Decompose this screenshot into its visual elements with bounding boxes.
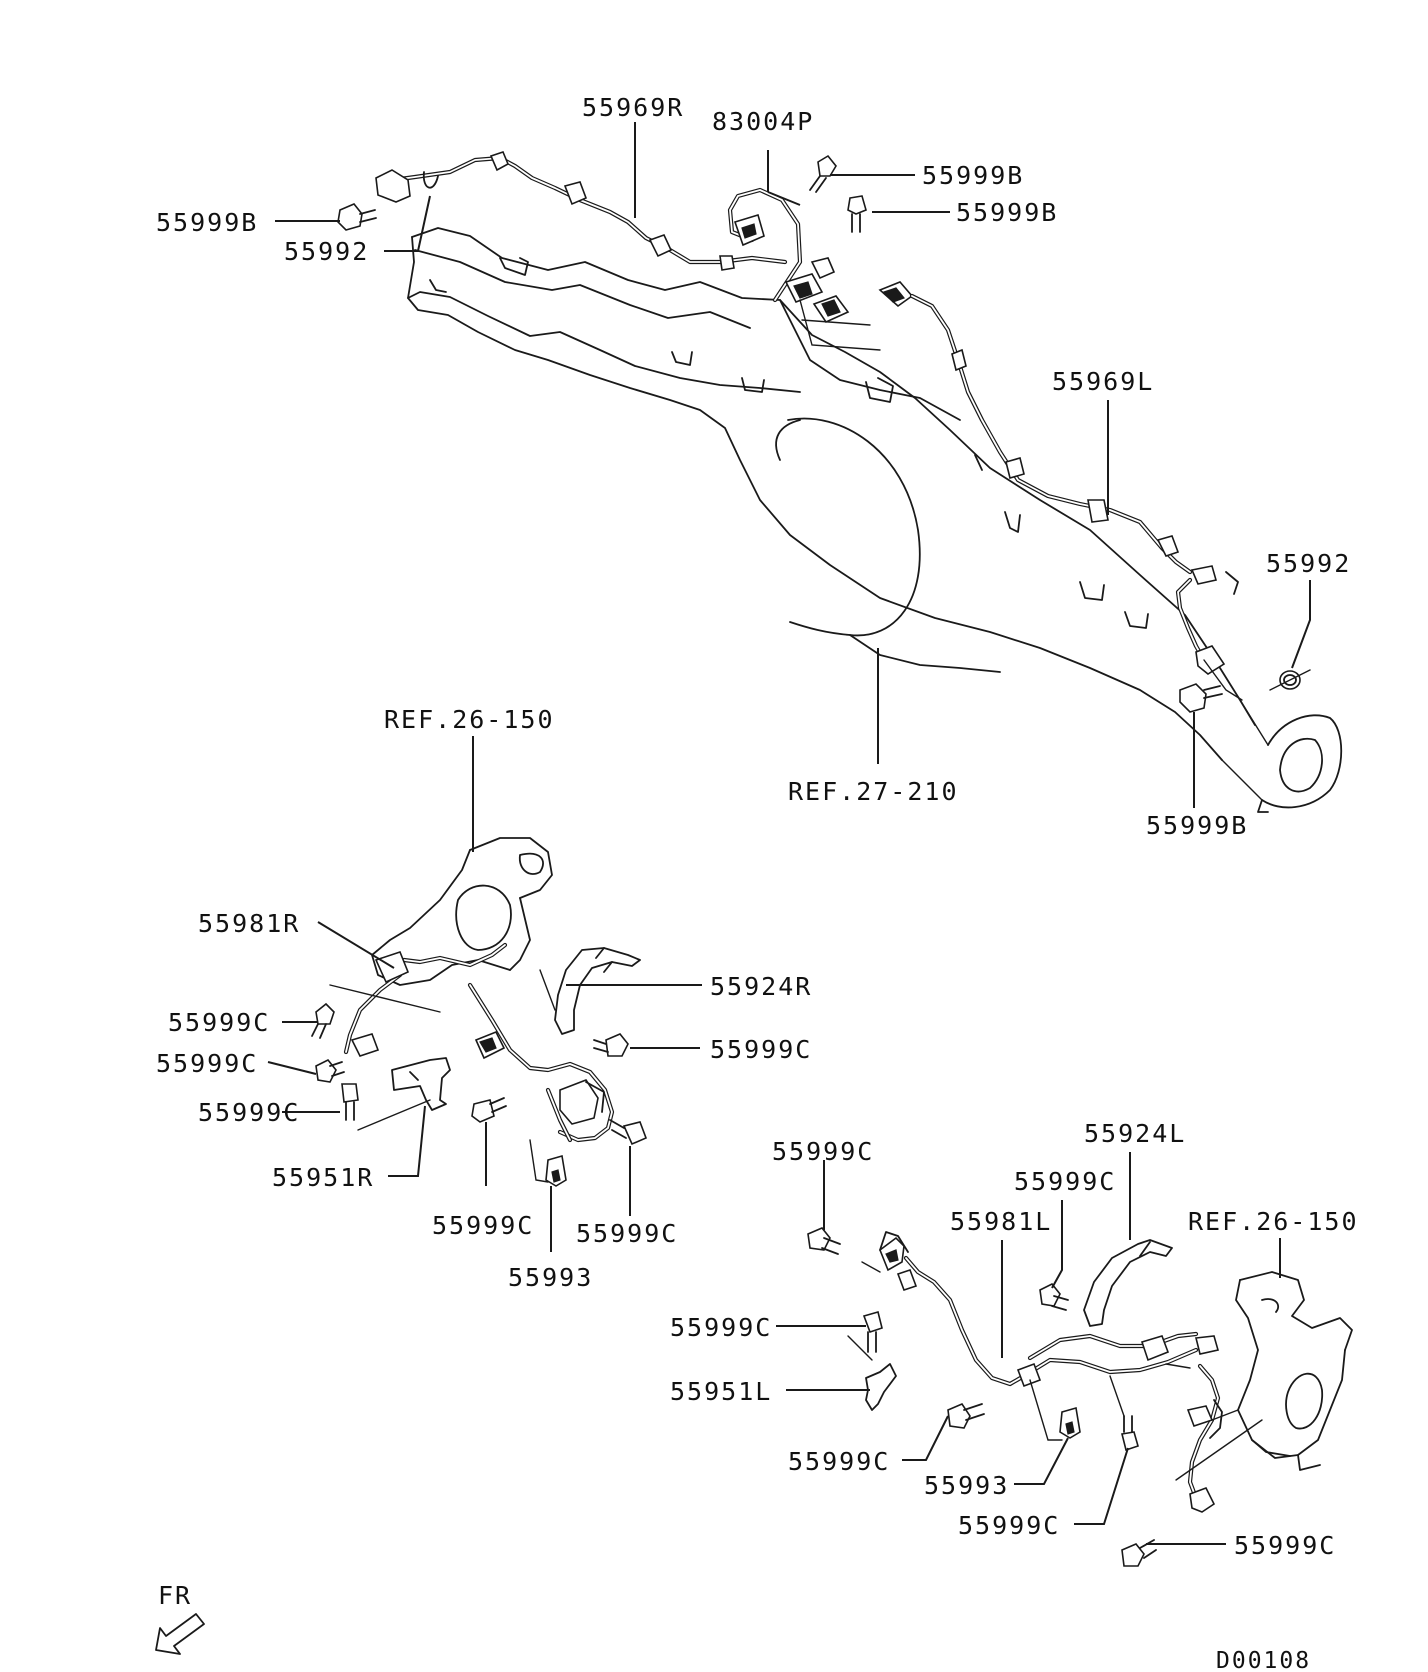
label-55999B-top1: 55999B	[922, 161, 1024, 190]
harness-55969L	[878, 281, 1243, 701]
label-55999C-9: 55999C	[670, 1313, 772, 1342]
label-55951R: 55951R	[272, 1163, 374, 1192]
label-ref-26-150-right: REF.26-150	[1188, 1207, 1359, 1236]
label-55999C-7: 55999C	[772, 1137, 874, 1166]
bolt-55999C-8	[1039, 1282, 1061, 1307]
label-55981L: 55981L	[950, 1207, 1052, 1236]
label-55999C-2: 55999C	[710, 1035, 812, 1064]
leader-lines	[267, 122, 1311, 1545]
label-55999C-1: 55999C	[168, 1008, 270, 1037]
label-55992-left: 55992	[284, 237, 369, 266]
label-55993-right: 55993	[924, 1471, 1009, 1500]
label-55999C-11: 55999C	[958, 1511, 1060, 1540]
bolt-55999C-12	[1121, 1543, 1145, 1567]
label-fr: FR	[158, 1581, 192, 1610]
label-ref-27-210: REF.27-210	[788, 777, 959, 806]
bolt-55999B-right	[1179, 683, 1207, 713]
front-right-knuckle-group	[311, 837, 648, 1187]
label-55924R: 55924R	[710, 972, 812, 1001]
bracket-55951L	[865, 1363, 897, 1411]
label-83004P: 83004P	[712, 107, 814, 136]
bolt-55999B-top1	[817, 154, 837, 177]
bolt-55999C-5	[471, 1099, 495, 1123]
bracket-55951R	[391, 1057, 451, 1111]
label-55969R: 55969R	[582, 93, 684, 122]
bolt-55999B-top2	[847, 195, 867, 215]
rear-bolts-and-rings	[337, 154, 1311, 713]
bolt-55999C-2	[315, 1058, 337, 1083]
bolt-55999B-left	[337, 203, 363, 231]
shield-55924L	[1083, 1239, 1173, 1327]
shield-55924R	[554, 947, 641, 1035]
front-direction-arrow-icon	[155, 1613, 205, 1655]
label-55999C-3: 55999C	[156, 1049, 258, 1078]
bolt-55999C-6	[622, 1121, 648, 1146]
label-55951L: 55951L	[670, 1377, 772, 1406]
bolt-55999C-11	[1121, 1431, 1139, 1452]
label-55999B-top2: 55999B	[956, 198, 1058, 227]
harness-55969R	[375, 151, 788, 271]
bolt-55999C-4	[605, 1033, 629, 1057]
label-55999B-left: 55999B	[156, 208, 258, 237]
bolt-55999C-3	[341, 1083, 359, 1103]
label-55999C-8: 55999C	[1014, 1167, 1116, 1196]
label-55999C-5: 55999C	[432, 1211, 534, 1240]
harness-83004P	[727, 187, 881, 351]
bolt-55999C-10	[947, 1403, 971, 1429]
bolt-55999C-1	[315, 1002, 335, 1025]
label-55981R: 55981R	[198, 909, 300, 938]
bolt-55999C-9	[862, 1311, 883, 1334]
label-55999B-right: 55999B	[1146, 811, 1248, 840]
label-55999C-6: 55999C	[576, 1219, 678, 1248]
part-labels: 55969R 83004P 55999B 55999B 55999B 55992…	[156, 93, 1359, 1672]
label-55969L: 55969L	[1052, 367, 1154, 396]
label-diagram-code: D00108	[1216, 1648, 1311, 1672]
label-ref-26-150-left: REF.26-150	[384, 705, 555, 734]
bolt-55999C-7	[807, 1227, 831, 1251]
label-55993-left: 55993	[508, 1263, 593, 1292]
front-left-knuckle-group	[807, 1227, 1353, 1567]
label-55992-right: 55992	[1266, 549, 1351, 578]
label-55999C-10: 55999C	[788, 1447, 890, 1476]
label-55999C-4: 55999C	[198, 1098, 300, 1127]
label-55924L: 55924L	[1084, 1119, 1186, 1148]
rear-axle-housing	[407, 227, 1343, 813]
label-55999C-12: 55999C	[1234, 1531, 1336, 1560]
